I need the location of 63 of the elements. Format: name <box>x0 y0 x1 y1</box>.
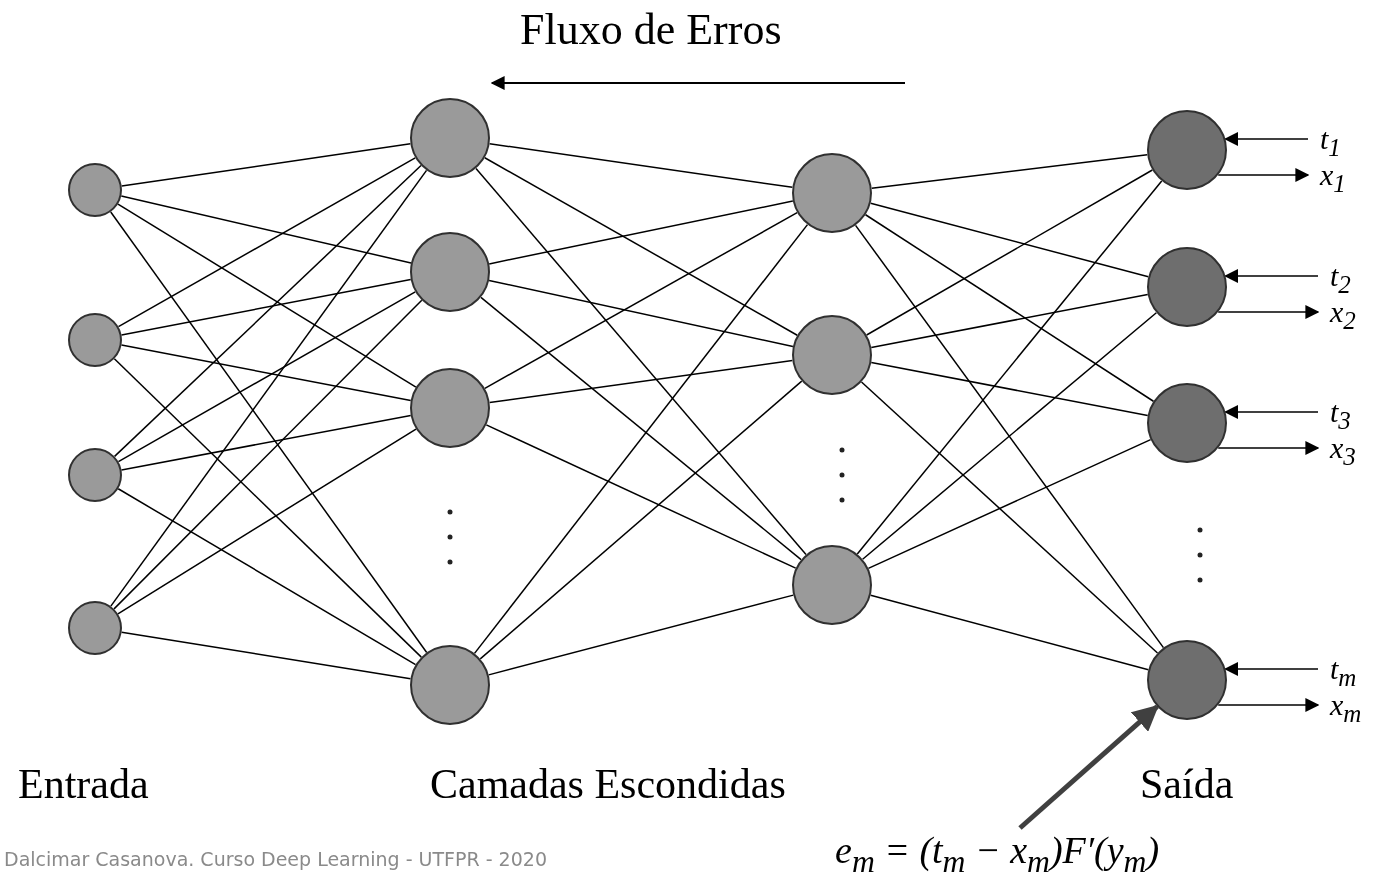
neuron-circle <box>410 645 490 725</box>
connection-line <box>484 157 798 336</box>
connection-line <box>864 214 1155 402</box>
credit-text: Dalcimar Casanova. Curso Deep Learning - UTFPR - 2020 <box>4 847 547 872</box>
connection-line <box>475 167 807 556</box>
connection-line <box>117 291 417 463</box>
connection-line <box>870 154 1149 189</box>
connection-line <box>117 488 417 666</box>
neuron-circle <box>68 163 122 217</box>
connection-line <box>488 359 794 404</box>
arrow <box>1217 168 1310 182</box>
connection-line <box>485 424 797 569</box>
connection-line <box>870 361 1149 417</box>
connection-line <box>869 202 1150 278</box>
connection-line <box>856 180 1163 555</box>
connection-line <box>113 164 422 458</box>
connection-line <box>120 195 412 264</box>
connection-line <box>120 278 412 336</box>
arrow <box>1217 305 1320 319</box>
layer-label: Entrada <box>18 760 149 808</box>
neuron-circle <box>68 601 122 655</box>
neuron-circle <box>68 313 122 367</box>
arrow <box>1217 441 1320 455</box>
connection-line <box>488 200 794 265</box>
connection-line <box>120 143 412 187</box>
connection-line <box>113 358 423 658</box>
connection-line <box>110 169 428 607</box>
neuron-circle <box>792 153 872 233</box>
connection-line <box>120 344 412 402</box>
connection-line <box>117 203 417 388</box>
connection-line <box>480 296 802 561</box>
connection-line <box>484 211 798 390</box>
connection-line <box>120 631 412 680</box>
arrow <box>1224 269 1319 283</box>
title-label: Fluxo de Erros <box>520 6 782 54</box>
connection-line <box>854 224 1165 649</box>
connection-line <box>870 293 1149 349</box>
connection-line <box>865 169 1154 336</box>
arrow <box>1018 704 1159 830</box>
arrow <box>1217 698 1320 712</box>
neuron-circle <box>410 98 490 178</box>
connection-line <box>860 381 1159 654</box>
connection-line <box>487 594 795 676</box>
connection-line <box>473 223 809 655</box>
connection-line <box>120 414 412 471</box>
connection-line <box>117 157 416 328</box>
arrow <box>1224 662 1319 676</box>
connection-line <box>861 311 1158 561</box>
neuron-circle <box>68 448 122 502</box>
connection-line <box>488 142 794 189</box>
connection-line <box>488 279 794 348</box>
connection-line <box>479 380 803 660</box>
connection-line <box>867 438 1152 570</box>
layer-label: Saída <box>1140 760 1234 808</box>
error-formula: e$_{m}$ = (t$_{m}$ − x$_{m}$)F′(y$_{m}$) <box>835 826 1160 876</box>
neuron-circle <box>792 545 872 625</box>
arrow <box>1224 132 1309 146</box>
layer-label: Camadas Escondidas <box>430 760 786 808</box>
connection-line <box>110 211 428 654</box>
connection-line <box>117 428 417 615</box>
arrow <box>1224 405 1319 419</box>
connection-line <box>113 299 423 610</box>
connection-line <box>869 594 1150 671</box>
